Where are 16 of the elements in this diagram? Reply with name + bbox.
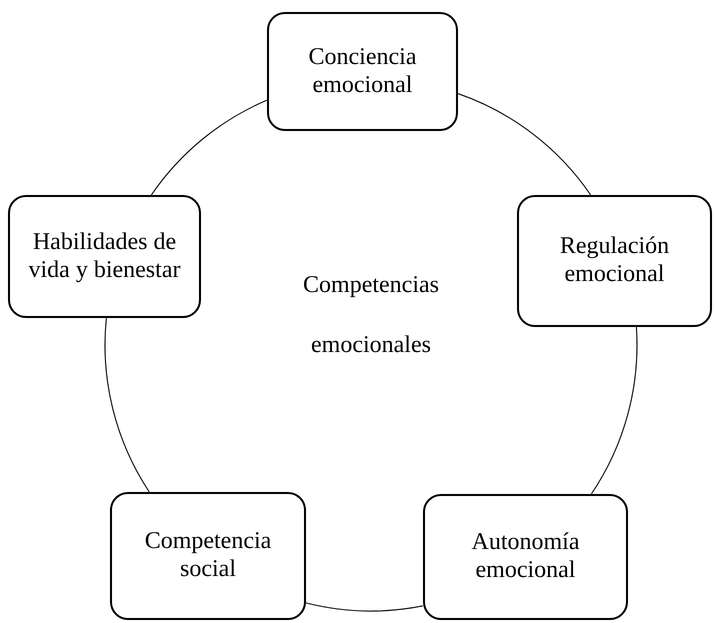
rounded-box [110, 492, 306, 620]
connector-arc [150, 100, 268, 196]
rounded-box [517, 195, 712, 327]
node-label: Autonomía emocional [470, 529, 580, 585]
connector-arc [104, 318, 150, 492]
node-label: Habilidades de vida y bienestar [28, 228, 182, 284]
node-label: Competencia social [144, 528, 272, 584]
connector-arc [458, 93, 592, 196]
connector-arc [306, 602, 424, 612]
rounded-box [423, 494, 628, 620]
node-label: Regulación emocional [558, 233, 670, 289]
node-label: Conciencia emocional [308, 44, 418, 100]
rounded-box [8, 195, 201, 318]
center-label: Competencias emocionales [302, 271, 440, 360]
rounded-box [267, 12, 458, 131]
connector-arc [590, 326, 638, 494]
